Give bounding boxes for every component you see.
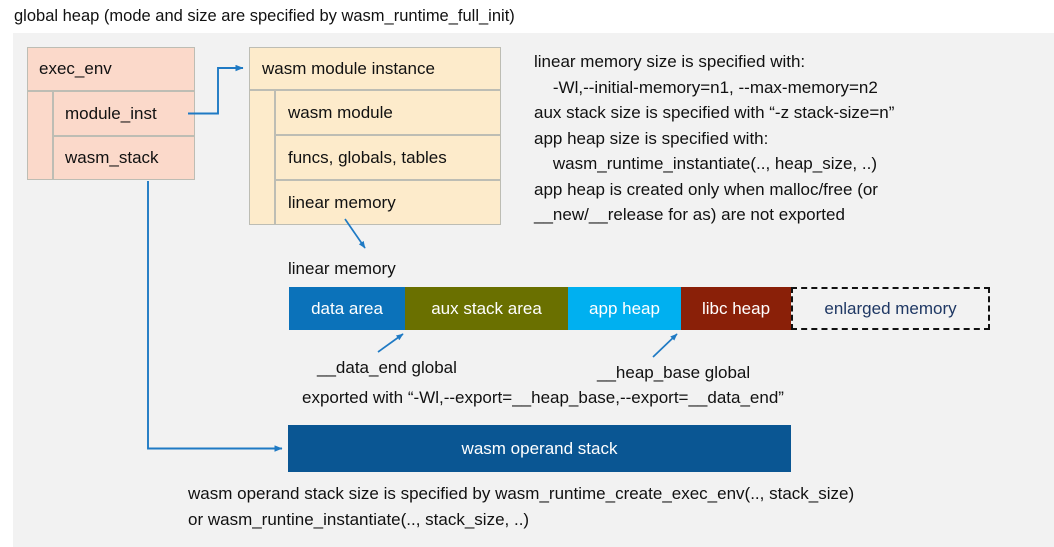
memory-config-description: linear memory size is specified with: -W… [534, 52, 895, 224]
module-instance-field-linear-memory-label: linear memory [288, 192, 396, 212]
exec-env-field-module-inst-label: module_inst [65, 103, 157, 123]
exec-env-field-wasm-stack: wasm_stack [53, 136, 195, 180]
annotation-exported-with: exported with “-Wl,--export=__heap_base,… [302, 388, 784, 407]
annotation-heap-base: __heap_base global [597, 363, 751, 382]
module-instance-gutter [249, 90, 275, 225]
memory-segment-label: app heap [589, 298, 660, 318]
module-instance-field-linear-memory: linear memory [275, 180, 501, 225]
exec-env-field-wasm-stack-label: wasm_stack [65, 148, 159, 167]
memory-segment-label: enlarged memory [824, 298, 957, 318]
memory-segment-label: data area [311, 298, 383, 318]
module-instance-header-label: wasm module instance [262, 58, 435, 78]
module-instance-field-wasm-module-label: wasm module [288, 102, 393, 122]
exec-env-field-module-inst: module_inst [53, 91, 195, 136]
exec-env-gutter [27, 91, 53, 180]
wasm-operand-stack-label: wasm operand stack [461, 438, 618, 458]
module-instance-field-funcs-globals-tables: funcs, globals, tables [275, 135, 501, 180]
memory-segment-label: aux stack area [431, 298, 542, 318]
linear-memory-bar: data area aux stack area app heap libc heap… [289, 287, 990, 330]
memory-segment-app-heap: app heap [568, 287, 681, 330]
linear-memory-bar-label: linear memory [288, 259, 396, 278]
module-instance-field-funcs-globals-tables-label: funcs, globals, tables [288, 147, 447, 167]
memory-segment-data-area: data area [289, 287, 405, 330]
operand-stack-caption: wasm operand stack size is specified by … [188, 484, 855, 529]
exec-env-header-label: exec_env [39, 59, 112, 78]
page-title: global heap (mode and size are specified… [14, 7, 515, 25]
module-instance-field-wasm-module: wasm module [275, 90, 501, 135]
wasm-operand-stack-box: wasm operand stack [288, 425, 791, 472]
memory-segment-label: libc heap [701, 298, 771, 318]
annotation-data-end: __data_end global [317, 358, 457, 377]
module-instance-header: wasm module instance [249, 47, 501, 90]
memory-segment-libc-heap: libc heap [681, 287, 791, 330]
exec-env-header: exec_env [27, 47, 195, 91]
memory-segment-enlarged-memory: enlarged memory [791, 287, 990, 330]
memory-segment-aux-stack-area: aux stack area [405, 287, 568, 330]
